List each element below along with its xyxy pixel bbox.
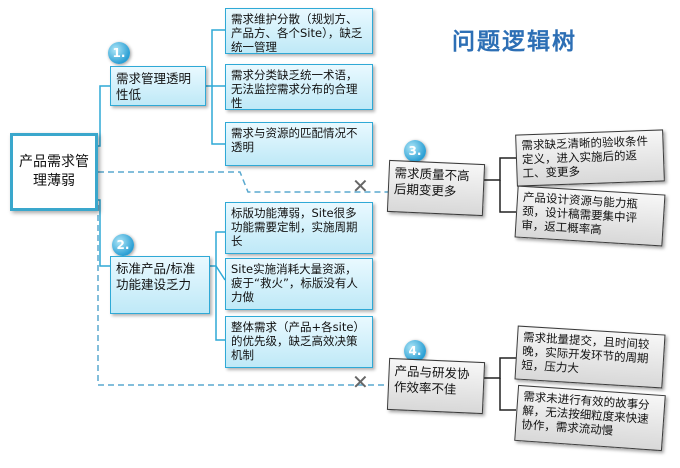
branch-3-item-2: 产品设计资源与能力瓶颈，设计稿需要集中评审，返工概率高 [514,185,666,247]
badge-3-icon: 3. [404,140,426,162]
branch-3-node: 需求质量不高后期变更多 [386,159,486,217]
branch-4-item-2: 需求未进行有效的故事分解，无法按细粒度来快速协作，需求流动慢 [514,384,666,452]
branch-2-item-3: 整体需求（产品+各site）的优先级，缺乏高效决策机制 [225,316,373,368]
branch-4-node: 产品与研发协作效率不佳 [386,357,486,415]
branch-1-item-1: 需求维护分散（规划方、产品方、各个Site），缺乏统一管理 [225,8,373,54]
x-mark-icon: ✕ [352,174,369,198]
branch-3-item-1: 需求缺乏清晰的验收条件定义，进入实施后的返工、变更多 [515,129,665,187]
x-mark-icon: ✕ [352,370,369,394]
branch-2-node: 标准产品/标准功能建设乏力 [110,256,210,314]
badge-4-icon: 4. [404,340,426,362]
badge-1-icon: 1. [108,42,130,64]
branch-1-node: 需求管理透明性低 [110,66,206,106]
branch-1-item-2: 需求分类缺乏统一术语，无法监控需求分布的合理性 [225,64,373,110]
badge-2-icon: 2. [112,234,134,256]
diagram-title: 问题逻辑树 [452,29,577,55]
branch-2-item-1: 标版功能薄弱，Site很多功能需要定制，实施周期长 [225,202,373,254]
branch-2-item-2: Site实施消耗大量资源，疲于“救火”，标版没有人力做 [225,258,373,310]
branch-1-item-3: 需求与资源的匹配情况不透明 [225,122,373,166]
root-node: 产品需求管理薄弱 [10,133,98,211]
branch-4-item-1: 需求批量提交，且时间较晚，实际开发环节的周期短，压力大 [514,325,666,389]
